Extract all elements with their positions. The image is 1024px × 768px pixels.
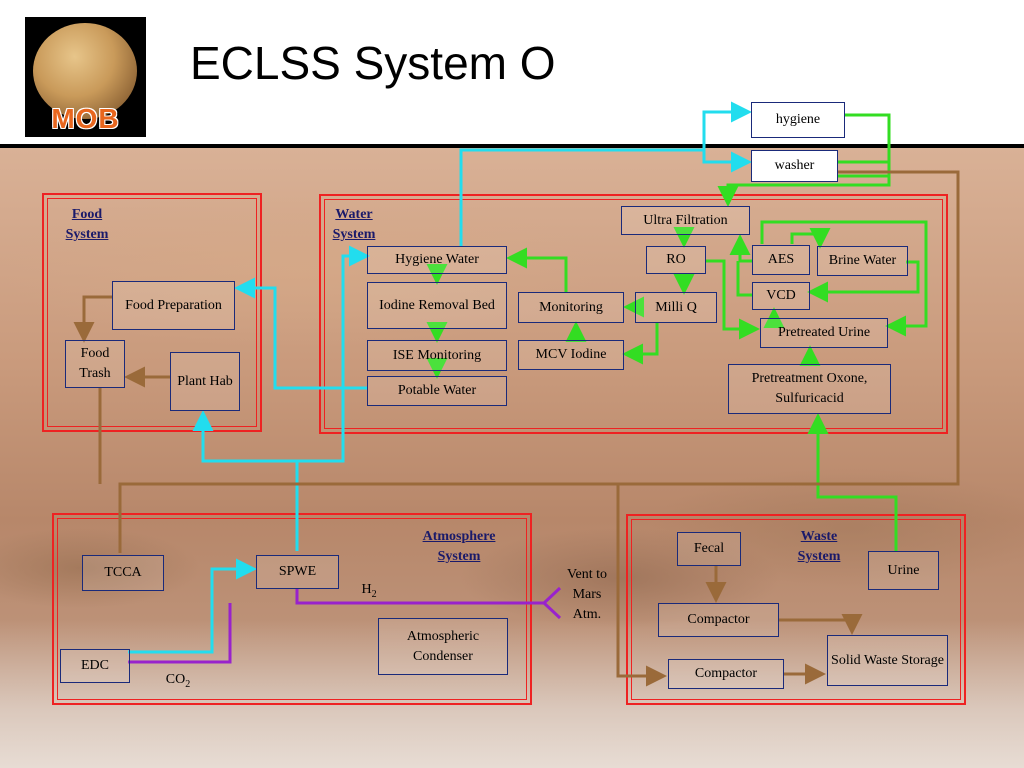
flow-to-washer: [702, 150, 752, 173]
flow-vcd-to-aes: [736, 261, 752, 297]
edc-node: EDC: [60, 649, 130, 683]
atmosphere-system-frame: [52, 513, 532, 705]
brine-water-node: Brine Water: [817, 246, 908, 276]
vent-fork: [542, 586, 562, 620]
urine-node: Urine: [868, 551, 939, 590]
mars-planet-icon: [33, 23, 137, 119]
flow-ro-to-pretreated: [706, 259, 760, 340]
tcca-node: TCCA: [82, 555, 164, 591]
flow-aes-loop: [760, 220, 928, 337]
flow-edc-to-spwe: [128, 558, 257, 654]
flow-aes-to-brine: [790, 228, 831, 249]
compactor-node-1: Compactor: [658, 603, 779, 637]
slide-header: [0, 0, 1024, 145]
solar-panels-background: [0, 620, 1024, 768]
food-trash-node: Food Trash: [65, 340, 125, 388]
compactor-node-2: Compactor: [668, 659, 784, 689]
milli-q-node: Milli Q: [635, 292, 717, 323]
food-preparation-node: Food Preparation: [112, 281, 235, 330]
header-divider: [0, 144, 1024, 148]
flow-monitoring-to-hygiene-water: [506, 247, 568, 292]
food-system-frame: [42, 193, 262, 432]
flow-spwe-to-potable: [295, 245, 370, 551]
vent-label: Vent to Mars Atm.: [566, 567, 608, 622]
flow-hygiene-return: [717, 113, 891, 207]
spwe-node: SPWE: [256, 555, 339, 589]
monitoring-node: Monitoring: [518, 292, 624, 323]
flow-compactor-to-storage: [779, 614, 863, 635]
flow-milliq-to-mcv: [622, 323, 659, 365]
water-system-frame: [319, 194, 948, 434]
h2-label: H2: [361, 582, 377, 600]
fecal-node: Fecal: [677, 532, 741, 566]
vcd-node: VCD: [752, 282, 810, 310]
mcv-iodine-node: MCV Iodine: [518, 340, 624, 370]
flow-potable-to-food: [234, 277, 367, 390]
logo-text: MOB: [51, 103, 120, 134]
flow-brine-to-vcd: [807, 260, 920, 303]
ultra-filtration-node: Ultra Filtration: [621, 206, 750, 235]
atmospheric-condenser-node: Atmospheric Condenser: [378, 618, 508, 675]
pretreatment-node: Pretreatment Oxone, Sulfuricacid: [728, 364, 891, 414]
flow-urine-to-pretreatment: [807, 413, 898, 551]
flow-aes-to-uf: [729, 234, 752, 263]
water-system-label: Water System: [332, 207, 376, 242]
page-title: ECLSS System O: [190, 37, 556, 89]
atmosphere-system-label: Atmosphere System: [422, 529, 496, 564]
waste-system-frame: [626, 514, 966, 705]
plant-hab-node: Plant Hab: [170, 352, 240, 411]
aes-node: AES: [752, 245, 810, 275]
iodine-removal-bed-node: Iodine Removal Bed: [367, 282, 507, 329]
washer-node: washer: [751, 150, 838, 182]
pretreated-urine-node: Pretreated Urine: [760, 318, 888, 348]
flow-co2-vent: [128, 603, 232, 664]
ise-monitoring-node: ISE Monitoring: [367, 340, 507, 371]
co2-label: CO2: [165, 672, 191, 690]
flow-food-prep-to-trash: [73, 295, 112, 343]
solid-waste-storage-node: Solid Waste Storage: [827, 635, 948, 686]
flow-washer-to-waste: [118, 170, 960, 553]
ro-node: RO: [646, 246, 706, 274]
mob-logo: MOB: [25, 17, 146, 137]
hygiene-node: hygiene: [751, 102, 845, 138]
flow-h2-vent: [295, 589, 544, 605]
waste-system-label: Waste System: [797, 529, 841, 564]
flow-to-plant-hab: [192, 410, 297, 463]
food-system-label: Food System: [65, 207, 109, 242]
flow-waste-main: [616, 484, 667, 687]
hygiene-water-node: Hygiene Water: [367, 246, 507, 274]
potable-water-node: Potable Water: [367, 376, 507, 406]
